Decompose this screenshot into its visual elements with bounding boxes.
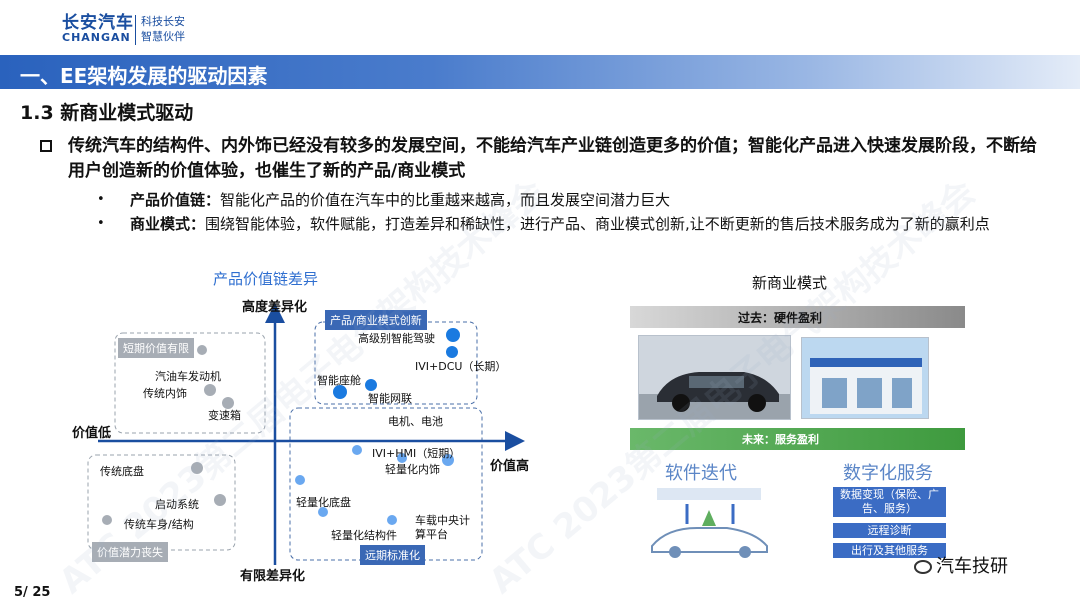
tag-innovation: 产品/商业模式创新 <box>325 310 427 330</box>
quadrant-top-left <box>114 332 266 434</box>
dot-blue-light <box>387 515 397 525</box>
sub-point-text: 围绕智能体验，软件赋能，打造差异和稀缺性，进行产品、商业模式创新,让不断更新的售… <box>205 215 990 233</box>
item-label: 变速箱 <box>208 409 241 422</box>
dealership-photo <box>801 337 929 419</box>
dot-blue-light <box>442 454 454 466</box>
brand-slogan-2: 智慧伙伴 <box>141 30 185 43</box>
digital-service-title: 数字化服务 <box>843 463 933 484</box>
business-model-title: 新商业模式 <box>752 274 828 292</box>
page-number: 5/ 25 <box>14 585 51 600</box>
section-title-bar <box>0 55 1080 89</box>
tag-short-term-value: 短期价值有限 <box>118 338 194 358</box>
dot-blue <box>333 385 347 399</box>
dot-blue-light <box>352 445 362 455</box>
dot-gray <box>222 397 234 409</box>
brand-divider <box>135 15 136 45</box>
wechat-icon <box>914 560 932 574</box>
sub-point-label: 商业模式： <box>130 215 206 233</box>
subsection-title: 1.3 新商业模式驱动 <box>20 102 194 124</box>
dot-blue-light <box>318 507 328 517</box>
brand-logo: 长安汽车 CHANGAN <box>62 14 134 44</box>
axis-left-label: 价值低 <box>72 426 112 441</box>
brand-slogan-1: 科技长安 <box>141 15 185 28</box>
dot-blue <box>446 346 458 358</box>
tag-value-potential-loss: 价值潜力丧失 <box>92 542 168 562</box>
main-point: 传统汽车的结构件、内外饰已经没有较多的发展空间，不能给汽车产业链创造更多的价值；… <box>68 136 1037 181</box>
wechat-account: 汽车技研 <box>914 552 1008 578</box>
item-label: 传统车身/结构 <box>124 518 194 531</box>
sub-point-label: 产品价值链： <box>130 191 221 209</box>
car-icon <box>639 336 790 419</box>
item-label: 启动系统 <box>155 498 199 511</box>
dot-blue <box>365 379 377 391</box>
ota-car-icon <box>651 488 768 558</box>
dot-gray <box>191 462 203 474</box>
item-label: IVI+HMI（短期） <box>372 447 461 460</box>
item-label: IVI+DCU（长期） <box>415 360 507 373</box>
axis-right-label: 价值高 <box>490 459 530 474</box>
axis-bottom-label: 有限差异化 <box>240 569 306 584</box>
item-label: 轻量化内饰 <box>385 463 440 476</box>
item-label: 传统内饰 <box>143 387 187 400</box>
quadrant-bottom-right <box>289 407 483 561</box>
digital-item: 数据变现（保险、广告、服务） <box>833 487 946 517</box>
brand-name-cn: 长安汽车 <box>62 13 134 33</box>
software-iteration-title: 软件迭代 <box>665 463 737 484</box>
dot-gray <box>197 345 207 355</box>
section-title: 一、EE架构发展的驱动因素 <box>20 64 268 88</box>
digital-item: 远程诊断 <box>833 523 946 538</box>
wechat-account-name: 汽车技研 <box>936 556 1008 577</box>
item-label: 轻量化底盘 <box>296 496 351 509</box>
bullet-dot-icon: • <box>97 192 105 207</box>
car-photo <box>638 335 791 420</box>
item-label: 电机、电池 <box>388 415 443 428</box>
building-icon <box>802 338 928 418</box>
item-label: 智能网联 <box>368 392 412 405</box>
dot-gray <box>102 515 112 525</box>
sub-point-text: 智能化产品的价值在汽车中的比重越来越高，而且发展空间潜力巨大 <box>220 191 671 209</box>
tag-long-term-standardization: 远期标准化 <box>360 545 425 565</box>
item-label: 智能座舱 <box>317 374 361 387</box>
sub-point-value-chain: 产品价值链：智能化产品的价值在汽车中的比重越来越高，而且发展空间潜力巨大 <box>130 190 670 210</box>
value-chain-title: 产品价值链差异 <box>213 270 319 288</box>
past-label: 过去：硬件盈利 <box>738 311 823 325</box>
dot-gray <box>204 384 216 396</box>
digital-item: 出行及其他服务 <box>833 543 946 558</box>
item-label: 汽油车发动机 <box>155 370 221 383</box>
dot-blue <box>446 328 460 342</box>
item-label: 轻量化结构件 <box>331 529 397 542</box>
dot-blue-light <box>295 475 305 485</box>
sub-point-business-model: 商业模式：围绕智能体验，软件赋能，打造差异和稀缺性，进行产品、商业模式创新,让不… <box>130 213 1000 235</box>
item-label: 传统底盘 <box>100 465 144 478</box>
future-label: 未来：服务盈利 <box>742 433 819 446</box>
square-bullet-icon <box>40 140 52 152</box>
dot-blue-light <box>397 453 407 463</box>
dot-gray <box>214 494 226 506</box>
quadrant-bottom-left <box>87 454 236 551</box>
item-label: 车载中央计算平台 <box>415 514 470 541</box>
item-label: 高级别智能驾驶 <box>358 332 435 345</box>
axis-top-label: 高度差异化 <box>242 300 308 315</box>
brand-name-en: CHANGAN <box>62 31 131 44</box>
past-bar <box>630 306 965 328</box>
future-bar <box>630 428 965 450</box>
bullet-dot-icon: • <box>97 216 105 231</box>
